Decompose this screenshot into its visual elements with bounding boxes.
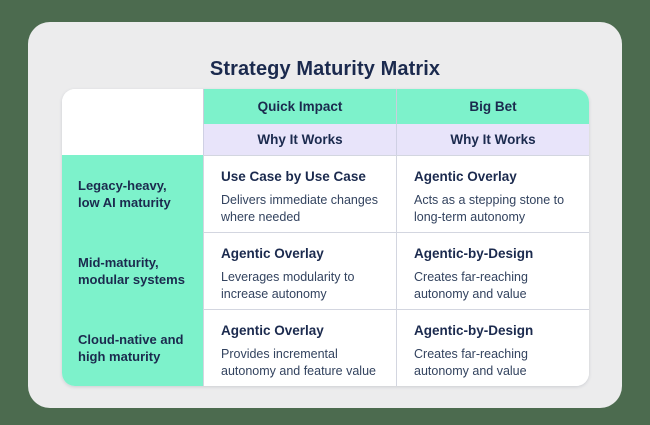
column-header-label: Quick Impact bbox=[257, 99, 343, 114]
table-row: Cloud-native and high maturity Agentic O… bbox=[62, 309, 589, 386]
strategy-maturity-matrix-table: Quick Impact Big Bet Why It Works Why It… bbox=[62, 89, 589, 386]
matrix-cell: Use Case by Use Case Delivers immediate … bbox=[203, 156, 396, 232]
page-title: Strategy Maturity Matrix bbox=[209, 58, 441, 80]
column-subheader-label: Why It Works bbox=[257, 132, 343, 147]
corner-cell bbox=[62, 89, 203, 124]
matrix-cell-description: Provides incremental autonomy and featur… bbox=[221, 346, 376, 379]
row-header-cell: Legacy-heavy, low AI maturity bbox=[62, 155, 203, 232]
matrix-cell-description: Delivers immediate changes where needed bbox=[221, 192, 379, 225]
column-header-big-bet: Big Bet bbox=[396, 89, 589, 124]
matrix-cell: Agentic Overlay Provides incremental aut… bbox=[203, 310, 396, 386]
table-row: Legacy-heavy, low AI maturity Use Case b… bbox=[62, 155, 589, 232]
table-header-row-primary: Quick Impact Big Bet bbox=[62, 89, 589, 124]
column-header-label: Big Bet bbox=[469, 99, 517, 114]
matrix-cell-title: Agentic Overlay bbox=[221, 246, 324, 261]
matrix-card: Strategy Maturity Matrix Quick Impact Bi… bbox=[28, 22, 622, 408]
matrix-cell-title: Agentic-by-Design bbox=[414, 323, 534, 338]
matrix-cell-description: Leverages modularity to increase autonom… bbox=[221, 269, 355, 302]
table-header-row-secondary: Why It Works Why It Works bbox=[62, 124, 589, 155]
matrix-cell-description: Creates far-reaching autonomy and value bbox=[414, 269, 528, 302]
row-header-cell: Mid-maturity, modular systems bbox=[62, 232, 203, 309]
matrix-cell-title: Agentic-by-Design bbox=[414, 246, 534, 261]
table-row: Mid-maturity, modular systems Agentic Ov… bbox=[62, 232, 589, 309]
row-header-label: Mid-maturity, modular systems bbox=[78, 254, 185, 287]
matrix-cell-description: Creates far-reaching autonomy and value bbox=[414, 346, 528, 379]
row-header-label: Cloud-native and high maturity bbox=[78, 331, 184, 364]
matrix-cell: Agentic-by-Design Creates far-reaching a… bbox=[396, 233, 589, 309]
row-header-cell: Cloud-native and high maturity bbox=[62, 309, 203, 386]
matrix-cell: Agentic Overlay Acts as a stepping stone… bbox=[396, 156, 589, 232]
column-header-quick-impact: Quick Impact bbox=[203, 89, 396, 124]
column-subheader-big-bet: Why It Works bbox=[396, 124, 589, 155]
matrix-cell-description: Acts as a stepping stone to long-term au… bbox=[414, 192, 565, 225]
column-subheader-quick-impact: Why It Works bbox=[203, 124, 396, 155]
matrix-cell-title: Use Case by Use Case bbox=[221, 169, 366, 184]
column-subheader-label: Why It Works bbox=[450, 132, 536, 147]
row-header-label: Legacy-heavy, low AI maturity bbox=[78, 177, 171, 210]
corner-cell-secondary bbox=[62, 124, 203, 155]
matrix-cell: Agentic-by-Design Creates far-reaching a… bbox=[396, 310, 589, 386]
matrix-cell-title: Agentic Overlay bbox=[414, 169, 517, 184]
matrix-cell-title: Agentic Overlay bbox=[221, 323, 324, 338]
matrix-cell: Agentic Overlay Leverages modularity to … bbox=[203, 233, 396, 309]
